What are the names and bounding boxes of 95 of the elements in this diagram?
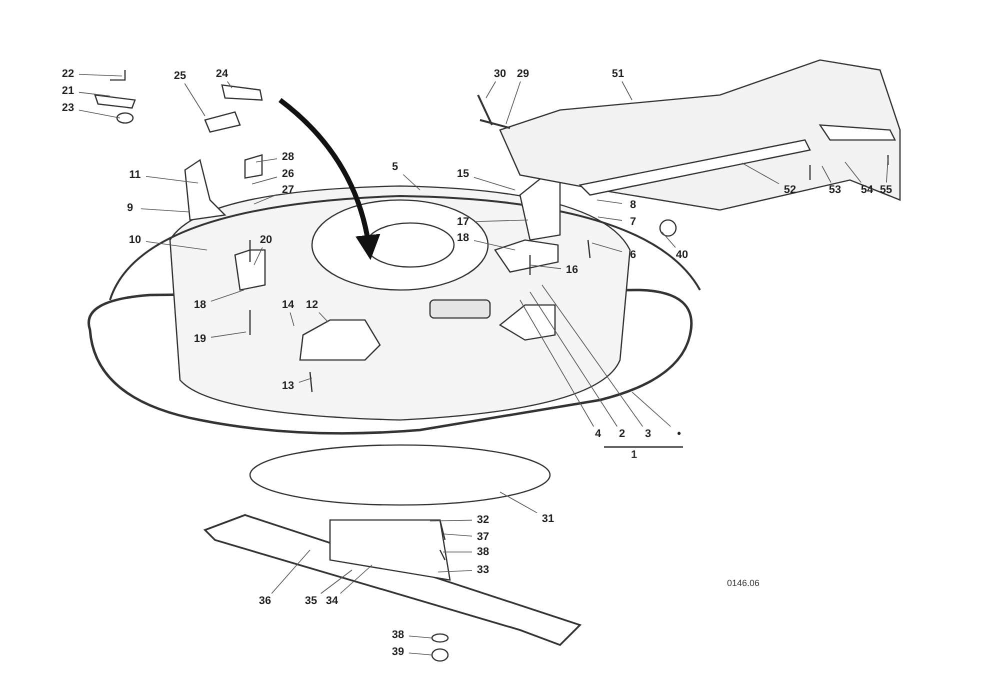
callout-number: 53	[824, 182, 846, 198]
leader-line	[402, 174, 420, 190]
leader-line	[290, 312, 294, 326]
callout-number: 29	[512, 66, 534, 82]
callout-number: 19	[189, 332, 211, 346]
leader-line	[146, 176, 198, 184]
leader-line	[226, 81, 232, 88]
callout-number: 26	[277, 166, 299, 182]
callout-number: 55	[875, 182, 897, 198]
leader-line	[822, 166, 832, 183]
leader-line	[486, 81, 496, 98]
leader-line	[184, 83, 206, 116]
leader-line	[254, 247, 263, 266]
callout-number: 39	[387, 644, 409, 660]
callout-number: 30	[489, 66, 511, 82]
callout-number: 10	[124, 232, 146, 248]
leader-line	[530, 264, 562, 270]
callout-number: •	[668, 426, 690, 442]
leader-line	[78, 74, 122, 76]
callout-number: 24	[211, 66, 233, 82]
leader-line	[318, 312, 328, 322]
callout-number: 4	[587, 426, 609, 442]
leader-line	[298, 378, 312, 383]
leader-line	[520, 300, 594, 427]
leader-line	[542, 284, 644, 427]
callout-number: 38	[472, 544, 494, 560]
leader-line	[500, 492, 538, 514]
callout-number: 52	[779, 182, 801, 198]
leader-line	[592, 242, 622, 252]
leader-line	[210, 290, 244, 302]
callout-number: 5	[384, 160, 406, 174]
callout-number: 35	[300, 594, 322, 608]
leader-line	[438, 570, 472, 572]
callout-number: 20	[255, 232, 277, 248]
callout-number: 18	[452, 230, 474, 246]
callout-number: 21	[57, 84, 79, 98]
callout-number: 8	[622, 198, 644, 212]
callout-number: 38	[387, 628, 409, 642]
callout-number: 33	[472, 562, 494, 578]
leader-line	[408, 636, 432, 638]
leader-line	[474, 220, 528, 222]
leader-line	[622, 81, 632, 100]
leader-line	[598, 216, 622, 221]
callout-number: 7	[622, 214, 644, 230]
callout-number: 3	[637, 426, 659, 442]
leader-line	[78, 92, 110, 96]
leader-line	[140, 208, 190, 212]
leader-line	[530, 292, 618, 427]
callout-number: 28	[277, 150, 299, 164]
callout-number: 13	[277, 378, 299, 394]
callout-number: 32	[472, 512, 494, 528]
leader-line	[256, 158, 278, 162]
leader-line	[444, 534, 472, 537]
leader-line	[320, 570, 352, 594]
callout-number: 54	[856, 182, 878, 198]
leader-line	[430, 520, 472, 522]
drawing-number: 0146.06	[727, 578, 760, 588]
leader-line	[340, 564, 372, 594]
leader-line	[146, 241, 208, 250]
leader-line	[78, 110, 120, 118]
callout-number: 2	[611, 426, 633, 442]
callout-number: 23	[57, 100, 79, 116]
leader-line	[210, 332, 246, 338]
callout-number: 22	[57, 66, 79, 82]
callout-number: 6	[622, 248, 644, 262]
leader-line	[474, 176, 516, 190]
leader-line	[662, 232, 676, 248]
leader-line	[632, 392, 671, 427]
leader-line	[506, 81, 521, 124]
callout-number: 11	[124, 168, 146, 182]
callout-number: 12	[301, 298, 323, 312]
callout-number: 27	[277, 182, 299, 198]
leader-line	[408, 652, 432, 656]
leader-line	[886, 158, 888, 183]
callout-number: 9	[119, 200, 141, 216]
leader-line	[252, 176, 278, 184]
callout-number: 18	[189, 298, 211, 312]
leader-line	[844, 162, 862, 183]
callout-number: 31	[537, 512, 559, 526]
callout-number: 34	[321, 594, 343, 608]
callout-number: 51	[607, 66, 629, 82]
leader-line	[271, 550, 310, 594]
callout-number: 40	[671, 248, 693, 262]
callout-number: 15	[452, 166, 474, 182]
callout-number: 37	[472, 530, 494, 544]
callout-number: 16	[561, 262, 583, 278]
callout-number: 1	[631, 449, 638, 461]
callout-number: 36	[254, 594, 276, 608]
leader-line	[474, 240, 516, 250]
callout-number: 25	[169, 68, 191, 84]
leader-line	[742, 162, 780, 184]
leader-line	[254, 194, 278, 204]
leader-line	[596, 200, 622, 204]
callout-number: 14	[277, 298, 299, 312]
callout-number: 17	[452, 214, 474, 230]
